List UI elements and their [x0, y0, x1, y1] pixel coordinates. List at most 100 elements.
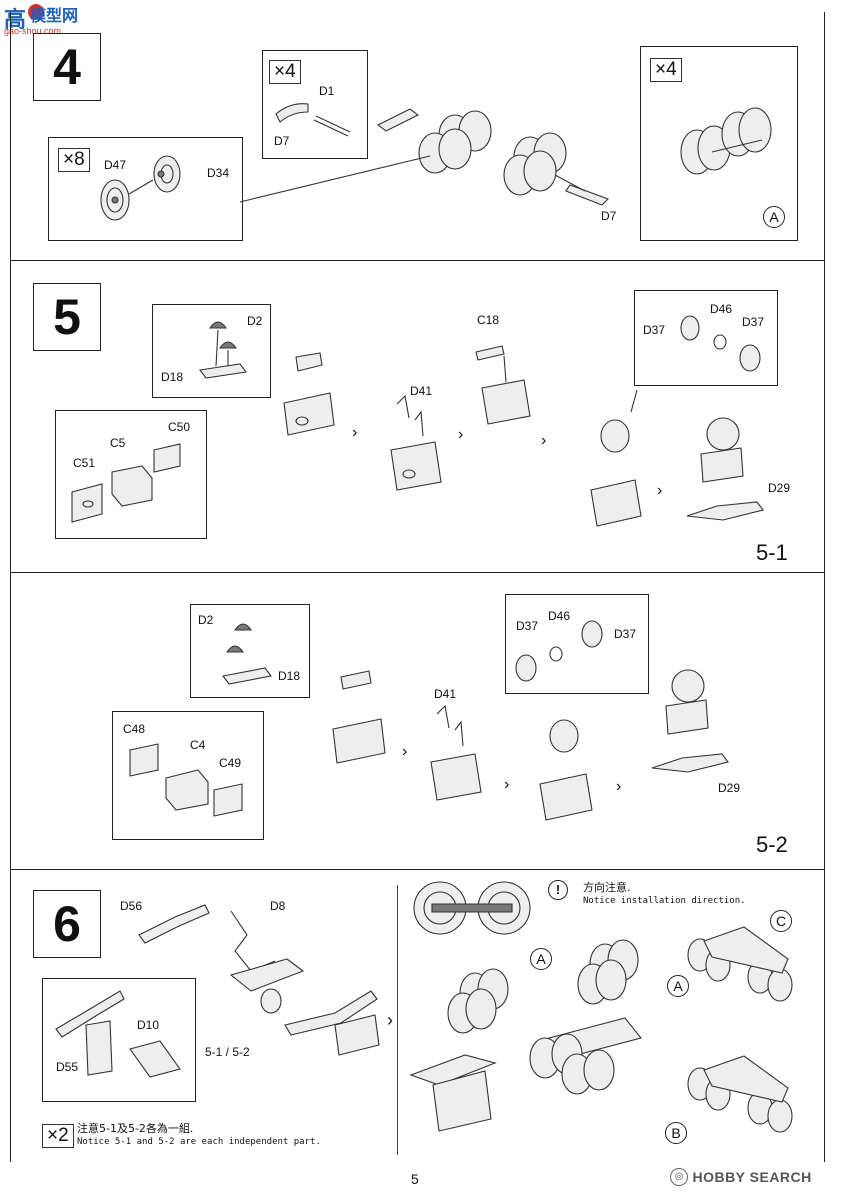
brand-name: HOBBY SEARCH	[692, 1169, 812, 1185]
watermark: 高 模型网 gao-shou.com	[2, 2, 82, 38]
label-d46-5: D46	[710, 302, 733, 316]
step-5-d41-assembly	[390, 394, 442, 491]
step-6-right-assembly	[529, 939, 642, 1095]
step-4-multiplier-8: ×8	[58, 148, 90, 172]
label-d18-52: D18	[278, 669, 301, 683]
step-4-axle-drawing	[275, 103, 351, 137]
step-5-2-c-parts-drawing	[129, 743, 243, 817]
label-d37-5b: D37	[742, 315, 765, 329]
step-4-wheel-drawing	[100, 155, 181, 221]
step-5-2-d2-drawing	[222, 623, 272, 685]
step-6-notice-en: Notice 5-1 and 5-2 are each independent …	[77, 1137, 321, 1147]
step-4-multiplier-4-result: ×4	[650, 58, 682, 82]
watermark-logo-icon	[28, 4, 44, 20]
label-d8: D8	[270, 899, 286, 913]
step-6-bogie-b	[687, 1055, 793, 1133]
marker-c: C	[770, 910, 792, 932]
label-d29-52: D29	[718, 781, 741, 795]
label-d1: D1	[319, 84, 335, 98]
divider-1	[10, 260, 825, 261]
label-d37-52a: D37	[516, 619, 539, 633]
marker-a-left: A	[530, 948, 552, 970]
label-c4: C4	[190, 738, 206, 752]
step-4-result-drawing	[680, 107, 772, 175]
label-d7-b: D7	[601, 209, 617, 223]
marker-a-step4: A	[763, 206, 785, 228]
step-6-separator	[397, 885, 398, 1155]
label-d41-5: D41	[410, 384, 433, 398]
step-6-left-assembly	[409, 968, 509, 1132]
label-c49: C49	[219, 756, 242, 770]
step-arrow-icon: ›	[657, 482, 663, 499]
caution-icon: !	[548, 880, 568, 900]
step-6-number: 6	[33, 890, 101, 958]
watermark-char: 高	[4, 8, 27, 33]
sub-step-5-1: 5-1	[756, 540, 788, 565]
step-5-base-assembly	[283, 352, 335, 436]
step-5-d29-assembly	[686, 417, 764, 521]
label-d2-52: D2	[198, 613, 214, 627]
direction-note-zh: 方向注意.	[583, 881, 631, 894]
step-5-d46-drawing	[680, 315, 761, 372]
step-5-truck-assembly	[590, 389, 642, 527]
label-c18: C18	[477, 313, 500, 327]
brand-watermark: ◎ HOBBY SEARCH	[670, 1168, 812, 1190]
sub-step-5-2: 5-2	[756, 832, 788, 857]
direction-note-en: Notice installation direction.	[583, 896, 746, 906]
step-5-2-d46-drawing	[515, 620, 603, 682]
label-d37-5a: D37	[643, 323, 666, 337]
step-4-multiplier-4: ×4	[269, 60, 301, 84]
label-d18-5: D18	[161, 370, 184, 384]
page-number: 5	[411, 1171, 419, 1187]
label-c48: C48	[123, 722, 146, 736]
step-6-multiplier-2: ×2	[42, 1124, 74, 1148]
watermark-url: gao-shou.com	[4, 26, 62, 36]
step-4-number: 4	[33, 33, 101, 101]
step-4-leader-line	[239, 155, 431, 203]
page-frame	[10, 12, 825, 1162]
step-5-2-d2-box	[190, 604, 310, 698]
step-5-2-d29-assembly	[651, 669, 729, 773]
divider-3	[10, 869, 825, 870]
step-5-2-d41-assembly	[430, 704, 482, 801]
label-d10: D10	[137, 1018, 160, 1032]
step-6-frame-assembly	[138, 904, 380, 1056]
step-arrow-icon: ›	[616, 778, 622, 795]
label-d55: D55	[56, 1060, 79, 1074]
label-d2-5: D2	[247, 314, 263, 328]
step-6-bogie-c	[687, 926, 793, 1002]
divider-2	[10, 572, 825, 573]
step-6-d10-drawing	[55, 990, 181, 1078]
label-d41-52: D41	[434, 687, 457, 701]
label-c5: C5	[110, 436, 126, 450]
step-5-number: 5	[33, 283, 101, 351]
step-arrow-icon: ›	[402, 743, 408, 760]
step-arrow-icon: ›	[541, 432, 547, 449]
label-d47: D47	[104, 158, 127, 172]
step-5-d2-drawing	[199, 321, 247, 379]
step-5-2-base-assembly	[332, 670, 386, 764]
step-arrow-icon: ›	[504, 776, 510, 793]
step-6-notice-zh: 注意5-1及5-2各為一組.	[77, 1122, 194, 1135]
step-arrow-icon: ›	[387, 1010, 393, 1031]
label-d56: D56	[120, 899, 143, 913]
label-d37-52b: D37	[614, 627, 637, 641]
label-sub-ref: 5-1 / 5-2	[205, 1045, 250, 1059]
step-5-c-parts-drawing	[71, 443, 181, 523]
step-arrow-icon: ›	[458, 426, 464, 443]
label-d34: D34	[207, 166, 230, 180]
label-c50: C50	[168, 420, 191, 434]
step-6-direction-wheels	[413, 881, 531, 935]
marker-a-right: A	[667, 975, 689, 997]
label-d29-5: D29	[768, 481, 791, 495]
step-5-2-truck-assembly	[539, 719, 593, 821]
step-4-bogie-assembly	[376, 108, 609, 206]
label-d46-52: D46	[548, 609, 571, 623]
step-5-d2-box	[152, 304, 271, 398]
watermark-logo-text: 模型网	[30, 6, 79, 25]
label-d7-a: D7	[274, 134, 290, 148]
step-arrow-icon: ›	[352, 424, 358, 441]
marker-b: B	[665, 1122, 687, 1144]
hobbysearch-logo-icon: ◎	[670, 1168, 688, 1186]
label-c51: C51	[73, 456, 96, 470]
